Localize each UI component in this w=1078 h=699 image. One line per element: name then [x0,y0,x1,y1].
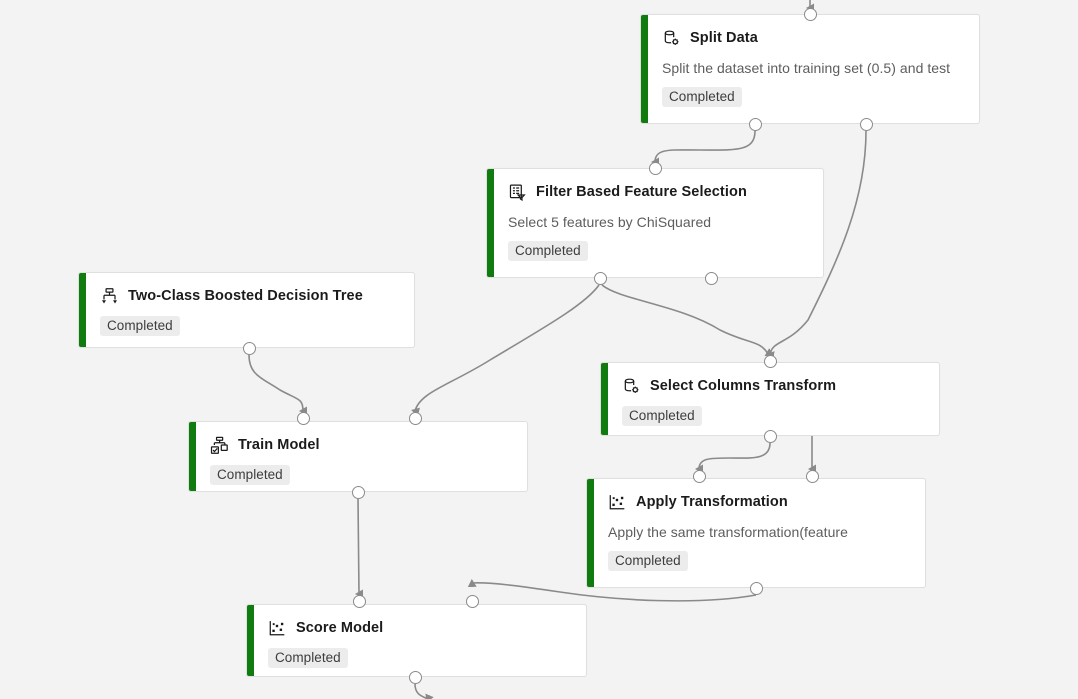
node-header: Two-Class Boosted Decision Tree [100,285,400,307]
node-status-accent-bar [587,479,594,587]
node-description: Apply the same transformation(feature [608,524,848,540]
port-select-columns-in-1[interactable] [763,354,777,368]
status-badge: Completed [100,316,180,336]
decision-tree-icon [100,287,119,306]
node-header: Score Model [268,617,572,639]
scatter-plot-icon [268,619,287,638]
edge-train-model-to-score-model[interactable] [355,498,364,599]
database-gear-icon [622,377,641,396]
port-split-data-in-1[interactable] [803,7,817,21]
port-score-model-in-1[interactable] [352,594,366,608]
node-header: Train Model [210,434,513,456]
port-train-model-in-2[interactable] [408,411,422,425]
edge-tcbdt-to-train-model[interactable] [248,354,308,416]
port-score-model-in-2[interactable] [465,594,479,608]
node-title: Split Data [690,30,758,46]
node-title: Apply Transformation [636,494,788,510]
edge-select-columns-to-apply-transformation-1[interactable] [695,442,771,474]
port-train-model-out-1[interactable] [351,485,365,499]
edge-split-to-filter[interactable] [651,130,756,167]
status-badge: Completed [210,465,290,485]
status-badge: Completed [268,648,348,668]
status-badge: Completed [622,406,702,426]
node-status-accent-bar [487,169,494,277]
node-title: Two-Class Boosted Decision Tree [128,288,363,304]
port-train-model-in-1[interactable] [296,411,310,425]
node-status-accent-bar [79,273,86,347]
document-filter-icon [508,183,527,202]
edge-score-model-out[interactable] [414,683,434,699]
node-status-accent-bar [641,15,648,123]
node-header: Filter Based Feature Selection [508,181,809,203]
scatter-plot-icon [608,493,627,512]
node-header: Apply Transformation [608,491,911,513]
port-apply-transformation-out-1[interactable] [749,581,763,595]
status-badge: Completed [608,551,688,571]
port-score-model-out-1[interactable] [408,670,422,684]
port-split-data-out-2[interactable] [859,117,873,131]
database-gear-icon [662,29,681,48]
node-title: Train Model [238,437,320,453]
port-filter-out-2[interactable] [704,271,718,285]
edge-filter-to-select-columns[interactable] [601,284,774,356]
node-title: Filter Based Feature Selection [536,184,747,200]
node-header: Select Columns Transform [622,375,925,397]
node-status-accent-bar [189,422,196,491]
port-apply-transformation-in-1[interactable] [692,469,706,483]
node-description: Split the dataset into training set (0.5… [662,60,951,76]
port-split-data-out-1[interactable] [748,117,762,131]
train-model-icon [210,436,229,455]
node-title: Select Columns Transform [650,378,837,394]
port-apply-transformation-in-2[interactable] [805,469,819,483]
port-filter-out-1[interactable] [593,271,607,285]
node-title: Score Model [296,620,384,636]
node-status-accent-bar [247,605,254,676]
node-description: Select 5 features by ChiSquared [508,214,712,230]
status-badge: Completed [508,241,588,261]
port-tcbdt-out-1[interactable] [242,341,256,355]
node-header: Split Data [662,27,965,49]
port-select-columns-out-1[interactable] [763,429,777,443]
status-badge: Completed [662,87,742,107]
edge-filter-to-train-model[interactable] [411,284,600,417]
port-filter-in-1[interactable] [648,161,662,175]
node-status-accent-bar [601,363,608,435]
